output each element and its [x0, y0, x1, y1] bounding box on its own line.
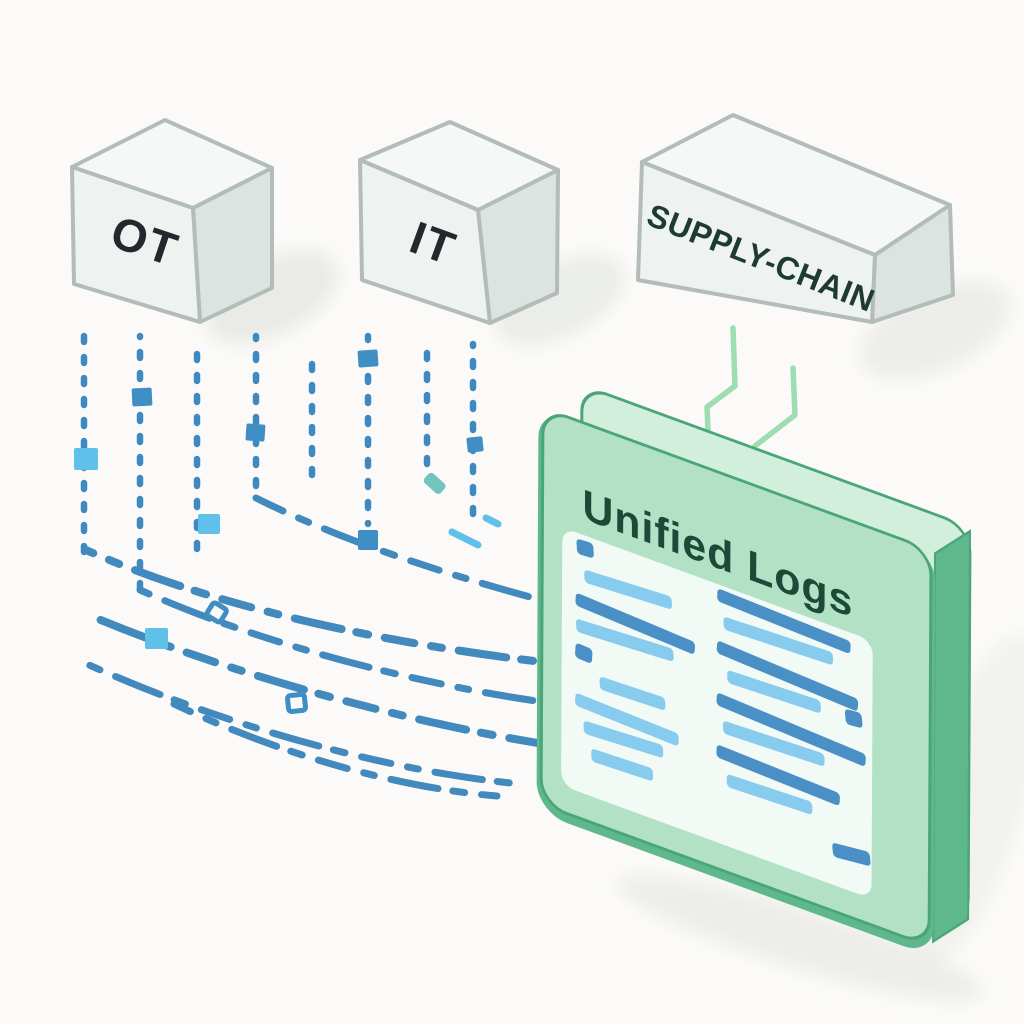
it-box: IT	[358, 120, 560, 325]
log-bar	[716, 641, 859, 711]
it-box-front-face	[358, 158, 492, 325]
log-marker-square	[575, 643, 593, 663]
log-bar	[575, 593, 695, 654]
data-packet-square	[466, 436, 484, 453]
light-data-dash	[482, 514, 502, 528]
data-packet-square	[198, 514, 220, 534]
log-entries	[575, 539, 871, 866]
light-data-dash	[448, 528, 482, 549]
log-bar	[723, 617, 834, 665]
data-packet-square	[74, 448, 98, 470]
chevron-arrows	[704, 325, 798, 449]
data-packet-square	[145, 628, 168, 649]
log-bar	[716, 745, 840, 806]
supply-chain-box: SUPPLY-CHAIN	[636, 113, 955, 324]
panel-shadow-bottom	[618, 875, 982, 1001]
data-packet-square	[423, 472, 446, 494]
log-marker-square	[576, 539, 594, 558]
log-bar	[583, 721, 664, 758]
log-bar	[727, 670, 821, 713]
data-streams	[74, 332, 548, 800]
data-packet-square	[358, 530, 378, 550]
log-bar	[584, 570, 672, 609]
log-bar	[575, 693, 679, 746]
data-packet-square	[245, 423, 266, 442]
log-bar	[599, 677, 666, 710]
data-packet-square-outline	[204, 600, 229, 625]
data-packet-square	[131, 387, 153, 407]
flow-chevron-icon	[704, 325, 738, 435]
it-box-shadow	[495, 254, 625, 346]
panel-side-edge	[932, 529, 972, 944]
diagonal-data-stream	[170, 700, 501, 800]
log-bar	[576, 619, 674, 662]
diagonal-data-stream	[136, 586, 547, 706]
log-bar	[717, 589, 851, 654]
ot-box: OT	[70, 118, 274, 324]
diagonal-data-stream	[74, 656, 525, 788]
log-bar	[726, 774, 813, 815]
diagonal-data-stream	[82, 546, 546, 666]
flow-chevron-icon	[752, 365, 798, 449]
log-bar	[591, 749, 654, 781]
data-packet-square	[357, 349, 379, 368]
log-marker-square	[844, 709, 863, 728]
log-bar	[716, 693, 866, 766]
supply-chain-box-front-face	[636, 160, 877, 324]
unified-logs-panel: Unified Logs	[536, 391, 972, 948]
log-bar	[722, 721, 825, 766]
ot-box-front-face	[70, 165, 202, 324]
diagonal-data-stream	[252, 494, 545, 604]
data-packet-square-outline	[285, 691, 308, 714]
log-bar	[832, 843, 871, 866]
